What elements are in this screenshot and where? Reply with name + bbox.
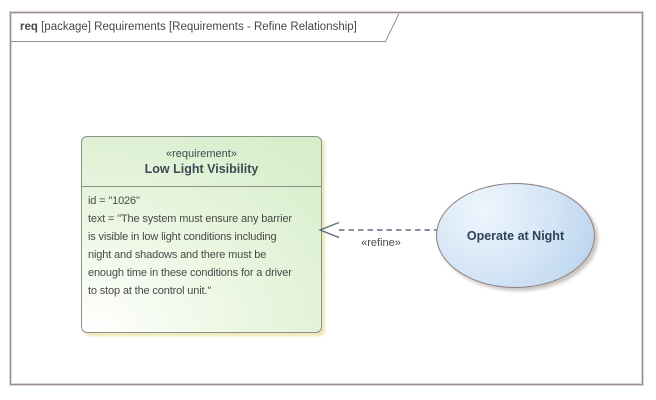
requirement-body-line: enough time in these conditions for a dr… — [88, 267, 292, 279]
requirement-body-line: text = "The system must ensure any barri… — [88, 213, 292, 225]
frame-tab-label: req [package] Requirements [Requirements… — [20, 13, 357, 41]
open-arrowhead-icon — [318, 221, 340, 239]
requirement-name: Low Light Visibility — [144, 161, 259, 176]
frame-tab-shape — [11, 13, 400, 42]
requirement-header: «requirement» Low Light Visibility — [82, 137, 321, 187]
usecase-element-operate-at-night[interactable]: Operate at Night — [436, 183, 595, 288]
refine-connector-label: «refine» — [361, 237, 401, 249]
requirement-body-line: is visible in low light conditions inclu… — [88, 231, 277, 243]
requirement-body: id = "1026" text = "The system must ensu… — [82, 187, 321, 305]
usecase-name: Operate at Night — [466, 228, 565, 243]
frame-tab-label-title: [package] Requirements [Requirements - R… — [37, 21, 357, 33]
requirement-body-line: night and shadows and there must be — [88, 249, 267, 261]
requirement-element-low-light-visibility[interactable]: «requirement» Low Light Visibility id = … — [81, 136, 322, 333]
requirement-body-line: to stop at the control unit." — [88, 285, 212, 297]
frame-tab-label-kind: req — [20, 21, 38, 33]
requirement-stereotype: «requirement» — [166, 147, 237, 160]
requirement-body-line: id = "1026" — [88, 195, 140, 207]
refine-connector[interactable] — [318, 218, 440, 244]
